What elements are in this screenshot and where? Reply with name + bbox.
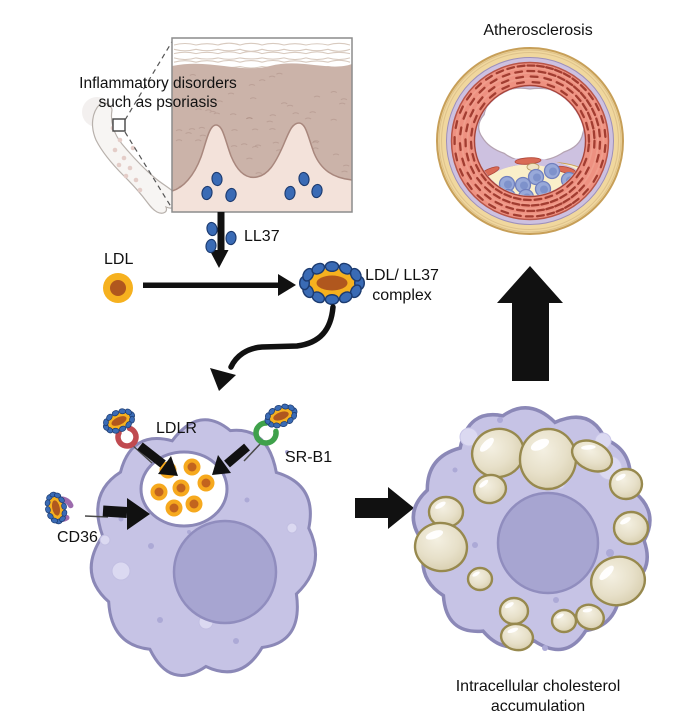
skin-panel [171, 37, 353, 213]
inflammatory-disorders-label: Inflammatory disorders such as psoriasis [79, 75, 237, 111]
lipid-droplet [570, 439, 614, 473]
atherosclerosis-vessel [436, 47, 624, 235]
lipid-droplet [612, 510, 650, 546]
srb1-receptor [253, 420, 279, 446]
uptake-arrows [102, 442, 250, 530]
atherosclerosis-label: Atherosclerosis [483, 22, 593, 39]
zoom-box [112, 118, 126, 132]
ldl-label: LDL [104, 251, 134, 268]
ll37-peptide-dot [205, 238, 217, 254]
ldlr-label: LDLR [156, 420, 197, 437]
lipid-droplet [589, 555, 647, 607]
lipid-droplet [518, 427, 578, 491]
progression-up-arrow [497, 266, 563, 381]
ll37-peptide-dot [311, 183, 323, 199]
up-arrow-group [497, 266, 563, 381]
ll37-label: LL37 [244, 228, 280, 245]
zoom-dash-lines [124, 39, 174, 211]
between-cells-arrow [355, 487, 414, 529]
ldl-particle [103, 273, 133, 303]
ll37-peptide-dot [298, 171, 310, 187]
ll37-peptide-dot [206, 221, 218, 237]
ll37-free-peptides [205, 221, 237, 254]
macrophage-cell [89, 418, 317, 677]
lipid-droplet [575, 603, 605, 631]
srb1-label: SR-B1 [285, 449, 333, 466]
intracellular-cholesterol-label: Intracellular cholesterol accumulation [455, 678, 621, 715]
ll37-peptide-dot [211, 171, 223, 187]
cd36-label: CD36 [57, 529, 98, 546]
lipid-droplet [608, 467, 644, 501]
ldlr-receptor [115, 425, 139, 449]
ll37-peptide-dot [225, 187, 237, 203]
foam-cell-nucleus [496, 491, 600, 595]
lipid-droplet [499, 622, 535, 652]
ldl-ll37-complex [298, 261, 366, 306]
skin-dermis [172, 123, 352, 212]
ll37-peptide-dot [225, 230, 237, 246]
lipid-droplet [472, 473, 508, 505]
receptors [44, 403, 298, 525]
lipid-droplet [550, 608, 578, 634]
complex-at-ldlr [102, 408, 136, 434]
to-foam-cell-arrow [355, 487, 414, 529]
arm-illustration [82, 97, 180, 214]
ll37-peptide-dot [201, 185, 213, 201]
complex-at-cd36 [44, 491, 68, 525]
complex-at-srb1 [264, 403, 298, 429]
foam-cell [411, 406, 652, 652]
macrophage-nucleus [172, 519, 278, 625]
lipid-droplet [498, 596, 530, 626]
ll37-peptide-dot [284, 185, 296, 201]
arm-outline [91, 102, 180, 214]
s-curve-arrow [210, 304, 336, 391]
ll37-release-arrow [209, 212, 229, 268]
lipid-droplet [466, 566, 494, 592]
ldl-ll37-complex-label: LDL/ LL37 complex [365, 267, 439, 304]
lipid-droplet [413, 521, 469, 573]
plaque-foam-cell [517, 188, 535, 196]
reaction-arrow [143, 274, 296, 296]
